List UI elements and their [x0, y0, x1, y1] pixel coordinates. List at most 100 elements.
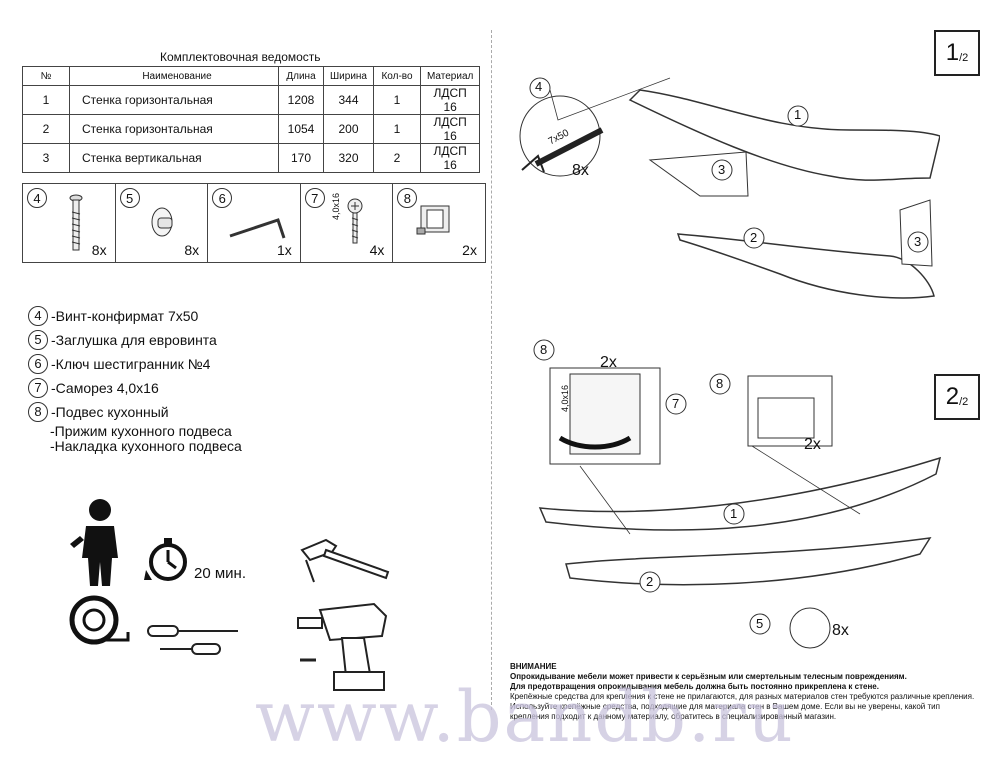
hardware-parts-box: 4 8x 5 8x 6 1x 7 4,0x16 4x 8: [22, 183, 486, 263]
cell: 320: [323, 143, 374, 173]
legend-text: -Заглушка для евровинта: [51, 332, 217, 348]
person-with-wrench-icon: [70, 499, 118, 586]
spec-title: Комплектовочная ведомость: [160, 50, 321, 64]
legend-sub-item: -Прижим кухонного подвеса: [50, 423, 232, 439]
part-cell: 4 8x: [23, 184, 116, 262]
hex-key-icon: [229, 218, 286, 239]
callout-circle: [529, 77, 551, 99]
cell: 200: [323, 114, 374, 144]
legend-text: -Саморез 4,0х16: [51, 380, 159, 396]
callout: 2: [750, 230, 758, 245]
watermark: www.bandb.ru: [255, 676, 795, 758]
callout-circle: [639, 571, 661, 593]
hardware-legend: 4-Винт-конфирмат 7х50 5-Заглушка для евр…: [28, 304, 242, 454]
step-total: /2: [959, 52, 969, 64]
callout-circle: [749, 613, 771, 635]
col-header: Наименование: [69, 66, 279, 86]
assembly-time: 20 мин.: [194, 565, 246, 582]
cell: Стенка горизонтальная: [69, 85, 279, 115]
qty-label: 2x: [600, 354, 617, 371]
callout: 8: [716, 376, 724, 391]
callout-circle: [711, 159, 733, 181]
callout: 1: [794, 107, 802, 122]
cell: 1: [372, 85, 421, 115]
warning-text: Крепёжные средства для крепления к стене…: [510, 692, 975, 721]
screw-label: 4,0x16: [560, 384, 570, 412]
part-number: 5: [119, 188, 140, 208]
list-item: 4-Винт-конфирмат 7х50: [28, 304, 242, 328]
part-qty: 2x: [462, 242, 477, 258]
stopwatch-icon: [144, 538, 187, 581]
safety-warning: ВНИМАНИЕ Опрокидывание мебели может прив…: [510, 662, 980, 722]
cell: 2: [372, 143, 421, 173]
cell: Стенка горизонтальная: [69, 114, 279, 144]
callout: 3: [914, 234, 922, 249]
cell: 344: [323, 85, 374, 115]
step2-diagram: [533, 339, 942, 649]
tape-measure-icon: [69, 595, 130, 645]
cell: 2: [22, 114, 70, 144]
cell: ЛДСП 16: [419, 85, 481, 115]
part-qty: 8x: [184, 242, 200, 258]
warning-bold-text: Для предотвращения опрокидывания мебель …: [510, 682, 879, 691]
legend-text: -Ключ шестигранник №4: [51, 356, 211, 372]
list-item: 8-Подвес кухонный: [28, 400, 242, 424]
self-tapping-screw-icon: [347, 198, 363, 244]
cell: 1208: [278, 85, 324, 115]
qty-label: 2x: [804, 436, 821, 453]
legend-number: 7: [28, 378, 48, 398]
callout: 2: [646, 574, 654, 589]
col-header: Ширина: [323, 66, 374, 86]
step-total: /2: [959, 396, 969, 408]
table-row: 1 Стенка горизонтальная 1208 344 1 ЛДСП …: [22, 85, 481, 115]
legend-number: 8: [28, 402, 48, 422]
qty-label: 8x: [572, 162, 589, 179]
col-header: №: [22, 66, 70, 86]
cell: Стенка вертикальная: [69, 143, 279, 173]
list-item: 5-Заглушка для евровинта: [28, 328, 242, 352]
power-drill-icon: [297, 602, 388, 691]
step-badge: 1/2: [934, 30, 980, 76]
cell: ЛДСП 16: [419, 114, 481, 144]
callout-circle: [907, 231, 929, 253]
callout: 4: [535, 79, 543, 94]
part-number: 7: [304, 188, 325, 208]
hammer-icon: [300, 538, 390, 583]
cell: 1054: [278, 114, 324, 144]
spec-header-row: № Наименование Длина Ширина Кол-во Матер…: [22, 66, 481, 86]
callout: 8: [540, 342, 548, 357]
legend-text: -Подвес кухонный: [51, 404, 169, 420]
list-item: 7-Саморез 4,0х16: [28, 376, 242, 400]
page-divider: [491, 30, 492, 710]
part-number: 6: [212, 188, 233, 208]
cell: 170: [278, 143, 324, 173]
screw-size-label: 4,0x16: [330, 192, 341, 220]
table-row: 3 Стенка вертикальная 170 320 2 ЛДСП 16: [22, 143, 481, 173]
callout-circle: [723, 503, 745, 525]
legend-number: 5: [28, 330, 48, 350]
list-item: 6-Ключ шестигранник №4: [28, 352, 242, 376]
cell: 1: [372, 114, 421, 144]
callout-circle: [533, 339, 555, 361]
part-cell: 6 1x: [208, 184, 301, 262]
spec-table: № Наименование Длина Ширина Кол-во Матер…: [22, 66, 481, 173]
cell: 3: [22, 143, 70, 173]
legend-text: -Винт-конфирмат 7х50: [51, 308, 199, 324]
step-number: 2: [945, 383, 960, 410]
kitchen-hanger-icon: [416, 205, 450, 235]
legend-sub-item: -Накладка кухонного подвеса: [50, 438, 242, 454]
callout-circle: [709, 373, 731, 395]
screwdrivers-icon: [147, 625, 238, 655]
step-number: 1: [945, 39, 960, 66]
callout-circle: [665, 393, 687, 415]
warning-bold-text: Опрокидывание мебели может привести к се…: [510, 672, 907, 681]
cell: ЛДСП 16: [419, 143, 481, 173]
cell: 1: [22, 85, 70, 115]
col-header: Кол-во: [372, 66, 421, 86]
part-cell: 8 2x: [393, 184, 485, 262]
part-cell: 7 4,0x16 4x: [301, 184, 394, 262]
qty-label: 8x: [832, 622, 849, 639]
part-cell: 5 8x: [116, 184, 209, 262]
callout-circle: [787, 105, 809, 127]
col-header: Длина: [278, 66, 324, 86]
